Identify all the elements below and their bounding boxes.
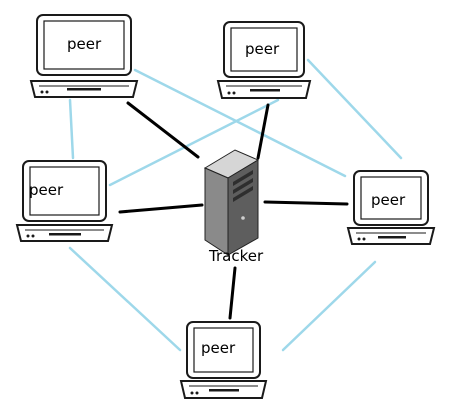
peer-label: peer (201, 339, 236, 357)
peer-label: peer (245, 40, 280, 58)
link-topleft-middleright (133, 68, 347, 178)
peer-links (68, 58, 403, 352)
tracker-link-bottom (228, 266, 237, 320)
peer-laptop-top-left: peer (29, 14, 139, 98)
tracker-server: Tracker (203, 149, 264, 265)
link-topright-middleright (306, 58, 403, 160)
peer-label: peer (371, 191, 406, 209)
server-drive-bays (233, 170, 253, 202)
tracker-link-topleft (126, 101, 200, 159)
link-topright-middleleft (108, 98, 280, 187)
peer-laptop-middle-left: peer (15, 160, 114, 242)
server-power-led (241, 216, 245, 220)
peer-laptop-top-right: peer (216, 21, 312, 99)
tracker-label: Tracker (208, 247, 264, 265)
peer-label: peer (67, 35, 102, 53)
server-side-face (204, 167, 229, 256)
peer-label: peer (29, 181, 64, 199)
tracker-link-middleleft (118, 203, 204, 214)
link-middleleft-bottom (68, 246, 182, 352)
peer-laptop-middle-right: peer (346, 170, 436, 245)
tracker-link-middleright (263, 200, 349, 206)
link-middleright-bottom (281, 260, 377, 352)
tracker-link-topright (256, 103, 270, 160)
tracker-links (118, 101, 349, 320)
peer-laptop-bottom: peer (179, 321, 268, 399)
link-topleft-middleleft (68, 98, 75, 160)
